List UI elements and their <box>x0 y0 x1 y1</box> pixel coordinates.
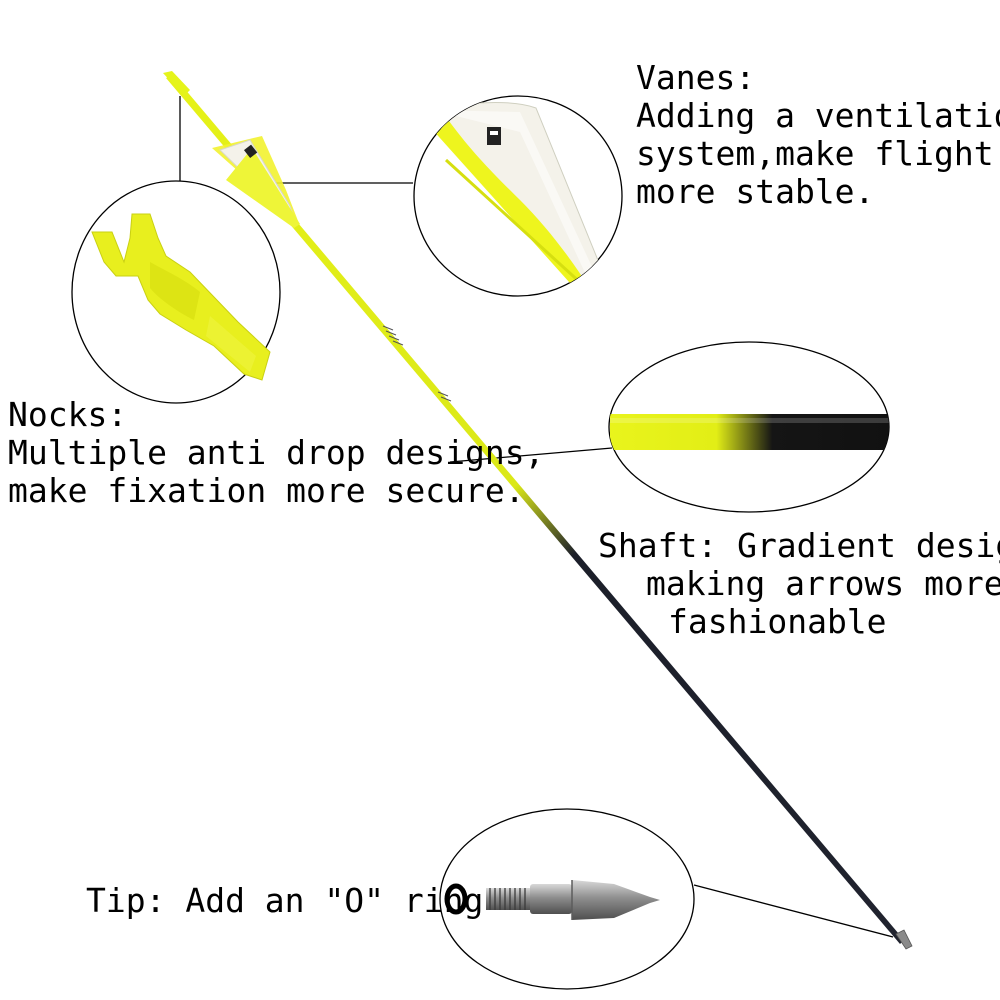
nocks-line-1: Multiple anti drop designs, <box>8 433 545 472</box>
vanes-line-3: more stable. <box>636 172 875 211</box>
nocks-callout: Nocks: Multiple anti drop designs, make … <box>8 396 544 510</box>
vanes-callout: Vanes: Adding a ventilation system,make … <box>636 59 1000 211</box>
arrow-fletching <box>212 136 300 228</box>
connector-lines <box>179 96 894 938</box>
vanes-title: Vanes: <box>636 58 756 97</box>
gradient-shaft-icon <box>610 414 889 450</box>
nock-zoom <box>71 180 281 404</box>
shaft-line-1: Shaft: Gradient design, <box>598 526 1000 565</box>
shaft-line-3: fashionable <box>668 602 887 641</box>
shaft-connector-line <box>449 447 613 463</box>
vanes-line-1: Adding a ventilation <box>636 96 1000 135</box>
tip-line-1: Tip: Add an "O" ring <box>86 881 484 920</box>
o-ring-icon <box>444 883 468 915</box>
arrow-main <box>163 71 913 950</box>
shaft-callout: Shaft: Gradient design, making arrows mo… <box>598 527 1000 641</box>
arrow-point <box>895 929 913 950</box>
shaft-markings <box>382 325 452 402</box>
tip-connector-line <box>693 884 894 938</box>
vane-zoom <box>413 95 623 297</box>
arrow-shaft <box>166 75 904 944</box>
nocks-title: Nocks: <box>8 395 128 434</box>
arrow-tip-icon <box>486 880 660 920</box>
arrow-nock <box>163 71 190 96</box>
arrow-nock-icon <box>91 213 271 381</box>
tip-zoom <box>439 808 695 990</box>
tip-callout: Tip: Add an "O" ring <box>86 882 483 920</box>
shaft-zoom <box>608 341 890 513</box>
nocks-line-2: make fixation more secure. <box>8 471 525 510</box>
vanes-line-2: system,make flight <box>636 134 994 173</box>
shaft-line-2: making arrows more <box>646 564 1000 603</box>
